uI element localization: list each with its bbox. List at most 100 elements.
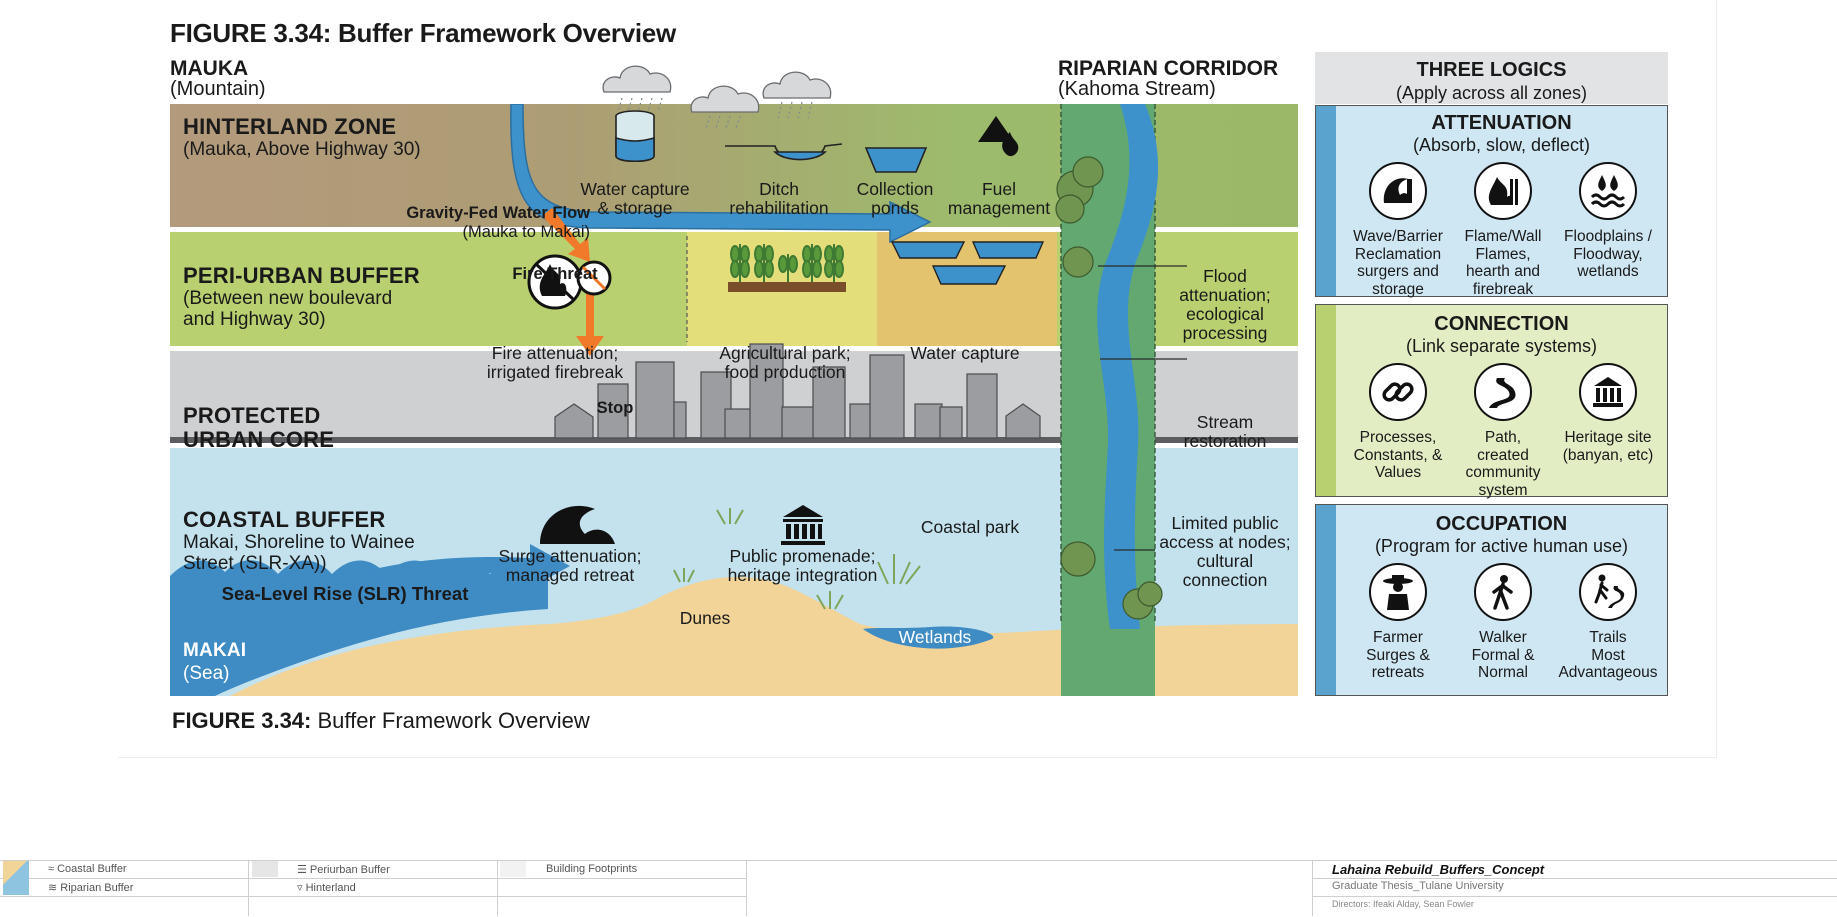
heritage-building-icon [1579,363,1637,421]
capture-ponds-icon [890,241,1045,285]
coastal-swatch [3,861,29,895]
fuel-management-icon [978,116,1019,157]
occupation-title: OCCUPATION [1435,513,1568,535]
attenuation-subtitle: (Absorb, slow, deflect) [1412,135,1591,155]
three-logics-subtitle: (Apply across all zones) [1395,83,1588,103]
hiker-trail-icon [1579,563,1637,621]
attenuation-title: ATTENUATION [1431,112,1572,134]
farmer-icon [1369,563,1427,621]
winding-path-icon [1474,363,1532,421]
attenuation-section: ATTENUATION (Absorb, slow, deflect) Wave… [1315,105,1668,298]
occupation-section: OCCUPATION (Program for active human use… [1315,504,1668,696]
figure-title: FIGURE 3.34: Buffer Framework Overview [170,18,676,48]
coastal-zone-subtitle-2: Street (SLR-XA)) [183,553,327,574]
coastal-park-label: Coastal park [920,517,1020,537]
buffer-diagram: HINTERLAND ZONE (Mauka, Above Highway 30… [170,104,1298,696]
coastal-zone-title: COASTAL BUFFER [183,507,386,532]
walker-icon [1474,563,1532,621]
directors-label: Directors: Ifeaki Alday, Sean Fowler [1332,899,1474,909]
urban-core-title-2: URBAN CORE [183,427,335,452]
project-title: Lahaina Rebuild_Buffers_Concept [1332,862,1545,877]
riparian-subtitle: (Kahoma Stream) [1058,78,1216,100]
legend-coastal-buffer: ≈ Coastal Buffer [48,863,127,875]
coastal-zone-label: COASTAL BUFFER Makai, Shoreline to Waine… [183,507,415,575]
processes-item: Processes,Constants, &Values [1344,363,1452,482]
fire-threat-label: Fire Threat [512,265,598,283]
collection-pond-icon [864,147,928,173]
fire-attenuation-label: Fire attenuation;irrigated firebreak [486,343,624,382]
slr-threat-label: Sea-Level Rise (SLR) Threat [221,583,469,604]
rain-clouds [602,65,832,128]
mauka-orientation-label: MAUKA (Mountain) [170,58,266,100]
link-chain-icon [1369,363,1427,421]
stop-label: Stop [596,399,634,417]
kahoma-stream [1097,104,1159,629]
urban-core-zone-label: PROTECTED URBAN CORE [183,404,334,452]
mauka-subtitle: (Mountain) [170,78,266,100]
periurban-zone-title: PERI-URBAN BUFFER [183,263,420,288]
promenade-icon [781,505,825,545]
legend-hinterland: ▿ Hinterland [297,882,356,894]
floodplain-icon [1579,162,1637,220]
legend-riparian-buffer: ≋ Riparian Buffer [48,882,134,894]
stop-arrow [576,290,604,356]
no-fire-sign-icon [576,260,612,296]
flame-wall-icon [1474,162,1532,220]
three-logics-header: THREE LOGICS (Apply across all zones) [1315,52,1668,104]
periurban-zone-label: PERI-URBAN BUFFER (Between new boulevard… [183,263,420,331]
occupation-subtitle: (Program for active human use) [1374,536,1629,556]
three-logics-panel: THREE LOGICS (Apply across all zones) AT… [1315,52,1668,696]
heritage-site-item: Heritage site(banyan, etc) [1554,363,1662,464]
water-capture-label: Water capture [910,343,1020,363]
periurban-swatch [252,861,278,877]
school-label: Graduate Thesis_Tulane University [1332,880,1504,892]
makai-orientation-label: MAKAI (Sea) [183,639,246,684]
sea-waves [170,560,548,696]
gravity-water-flow-arrow [510,104,932,244]
periurban-zone-subtitle-1: (Between new boulevard [183,288,393,309]
legend-periurban-buffer: ☰ Periurban Buffer [297,864,390,876]
figure-caption: FIGURE 3.34: Buffer Framework Overview [172,708,590,733]
wetlands-label: Wetlands [898,627,972,647]
urban-core-title-1: PROTECTED [183,403,321,428]
fire-threat-arrow [542,208,590,262]
floodplains-item: Floodplains /Floodway,wetlands [1554,162,1662,281]
legend-building-footprints: Building Footprints [546,863,638,875]
makai-title: MAKAI [183,640,247,661]
gravity-water-flow-label: Gravity-Fed Water Flow(Mauka to Makai) [406,204,590,241]
city-skyline [554,343,1041,439]
dune-grass [673,508,921,610]
riparian-title: RIPARIAN CORRIDOR [1058,57,1279,80]
mauka-title: MAUKA [170,57,249,80]
wave-barrier-icon [1369,162,1427,220]
makai-subtitle: (Sea) [183,663,230,684]
riparian-trees [1055,156,1163,620]
coastal-zone-subtitle-1: Makai, Shoreline to Wainee [183,532,415,553]
title-block [0,860,1837,917]
sand-beach [230,576,1298,696]
buffer-diagram-graphic [170,104,1298,696]
connection-section: CONNECTION (Link separate systems) Proce… [1315,304,1668,499]
connection-title: CONNECTION [1434,313,1569,335]
hinterland-zone-label: HINTERLAND ZONE (Mauka, Above Highway 30… [183,114,421,161]
water-capture-storage-label: Water capture& storage [580,179,690,218]
surge-attenuation-label: Surge attenuation;managed retreat [498,546,642,585]
footprints-swatch [500,861,526,877]
wave-icon [540,505,615,544]
connection-subtitle: (Link separate systems) [1405,336,1598,356]
hinterland-zone-subtitle: (Mauka, Above Highway 30) [183,139,421,160]
hinterland-zone-title: HINTERLAND ZONE [183,114,397,139]
public-promenade-label: Public promenade;heritage integration [727,546,878,585]
three-logics-title: THREE LOGICS [1416,59,1567,81]
wetlands-pool [863,626,994,649]
